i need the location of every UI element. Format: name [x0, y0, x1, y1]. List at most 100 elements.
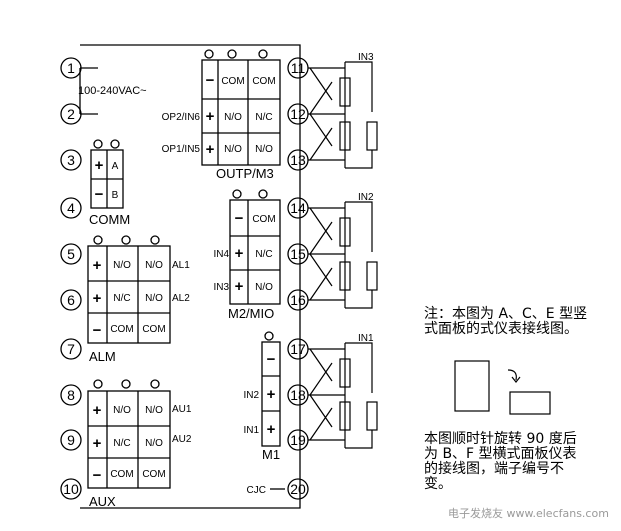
outp-row3-sym: +: [206, 141, 215, 158]
aux-tag-au1: AU1: [172, 404, 192, 415]
terminal-10: 10: [63, 481, 79, 497]
alm-row1-c1: N/O: [113, 260, 131, 271]
m1-label-in2: IN2: [243, 390, 259, 401]
m2-row1-sym: −: [235, 210, 244, 227]
m2-block: [229, 199, 281, 305]
comm-a: A: [112, 161, 119, 172]
m2-input-label: IN2: [358, 192, 374, 203]
rotate-arrow-icon: [507, 369, 517, 381]
outp-row3-c1: N/O: [224, 144, 242, 155]
alm-title: ALM: [89, 349, 116, 364]
terminal-12: 12: [290, 106, 306, 122]
vertical-panel-icon: [454, 360, 490, 412]
horizontal-panel-icon: [509, 391, 551, 415]
cjc-label: CJC: [247, 485, 266, 496]
external-wiring: [308, 61, 378, 449]
terminal-13: 13: [290, 152, 306, 168]
aux-row3-c2: COM: [142, 469, 165, 480]
alm-tag-al2: AL2: [172, 293, 190, 304]
outp-label-op2: OP2/IN6: [162, 112, 201, 123]
terminal-16: 16: [290, 292, 306, 308]
terminal-4: 4: [67, 200, 75, 216]
outp-block: [201, 59, 281, 166]
alm-row3-sym: −: [93, 322, 102, 339]
alm-block: [87, 245, 171, 344]
comm-title: COMM: [89, 212, 130, 227]
m1-title: M1: [262, 447, 280, 462]
alm-row2-sym: +: [93, 290, 102, 307]
note-bottom-line3: 的接线图，端子编号不: [424, 461, 564, 477]
m2-row2-sym: +: [235, 245, 244, 262]
aux-title: AUX: [89, 494, 116, 509]
note-top-line1: 注：本图为 A、C、E 型竖: [424, 306, 588, 322]
m1-row3-sym: +: [267, 421, 276, 438]
terminal-20: 20: [290, 481, 306, 497]
aux-row3-c1: COM: [110, 469, 133, 480]
alm-row1-sym: +: [93, 257, 102, 274]
outp-input-label: IN3: [358, 52, 374, 63]
terminal-14: 14: [290, 200, 306, 216]
terminal-17: 17: [290, 341, 306, 357]
outp-row2-c1: N/O: [224, 112, 242, 123]
comm-b: B: [112, 190, 119, 201]
outp-row1-c2: COM: [252, 76, 275, 87]
alm-tag-al1: AL1: [172, 260, 190, 271]
terminal-3: 3: [67, 152, 75, 168]
aux-tag-au2: AU2: [172, 434, 192, 445]
outp-row3-c2: N/O: [255, 144, 273, 155]
outp-row2-sym: +: [206, 108, 215, 125]
comm-minus: −: [95, 186, 104, 203]
terminal-19: 19: [290, 432, 306, 448]
m2-label-in3: IN3: [213, 282, 229, 293]
aux-row2-c2: N/O: [145, 438, 163, 449]
outp-row2-c2: N/C: [255, 112, 272, 123]
m1-label-in1: IN1: [243, 425, 259, 436]
aux-row1-sym: +: [93, 402, 102, 419]
m2-row2-c1: N/C: [255, 249, 272, 260]
m2-title: M2/MIO: [228, 306, 274, 321]
alm-row1-c2: N/O: [145, 260, 163, 271]
note-bottom-line1: 本图顺时针旋转 90 度后: [424, 431, 577, 447]
terminal-8: 8: [67, 387, 75, 403]
note-top: 注：本图为 A、C、E 型竖 式面板的式仪表接线图。: [424, 307, 587, 337]
aux-row2-c1: N/C: [113, 438, 130, 449]
power-wire: [79, 67, 98, 115]
aux-row1-c1: N/O: [113, 405, 131, 416]
comm-plus: +: [95, 157, 104, 174]
terminal-2: 2: [67, 106, 75, 122]
terminal-11: 11: [291, 60, 306, 76]
alm-row3-c2: COM: [142, 324, 165, 335]
aux-row3-sym: −: [93, 467, 102, 484]
alm-row3-c1: COM: [110, 324, 133, 335]
terminal-7: 7: [67, 341, 75, 357]
terminal-9: 9: [67, 432, 75, 448]
aux-row1-c2: N/O: [145, 405, 163, 416]
alm-row2-c2: N/O: [145, 293, 163, 304]
m1-block: [261, 341, 281, 447]
terminal-6: 6: [67, 292, 75, 308]
terminal-15: 15: [290, 246, 306, 262]
watermark: 电子发烧友 www.elecfans.com: [448, 507, 609, 520]
terminal-1: 1: [67, 60, 75, 76]
outp-title: OUTP/M3: [216, 166, 274, 181]
m2-label-in4: IN4: [213, 249, 229, 260]
note-bottom: 本图顺时针旋转 90 度后 为 B、F 型横式面板仪表 的接线图，端子编号不 变…: [424, 432, 577, 492]
alm-row2-c1: N/C: [113, 293, 130, 304]
m1-row1-sym: −: [267, 351, 276, 368]
power-label: 100-240VAC~: [78, 85, 147, 97]
note-bottom-line2: 为 B、F 型横式面板仪表: [424, 446, 577, 462]
m1-row2-sym: +: [267, 386, 276, 403]
terminal-5: 5: [67, 246, 75, 262]
note-top-line2: 式面板的式仪表接线图。: [424, 321, 578, 337]
rotation-illustration: [454, 360, 551, 415]
aux-block: [87, 390, 171, 489]
aux-row2-sym: +: [93, 435, 102, 452]
outp-row1-c1: COM: [221, 76, 244, 87]
m2-row1-c1: COM: [252, 214, 275, 225]
outp-row1-sym: −: [206, 72, 215, 89]
m2-row3-sym: +: [235, 278, 244, 295]
instrument-body-outline: [80, 44, 301, 509]
note-bottom-line4: 变。: [424, 476, 452, 492]
m2-row3-c1: N/O: [255, 282, 273, 293]
